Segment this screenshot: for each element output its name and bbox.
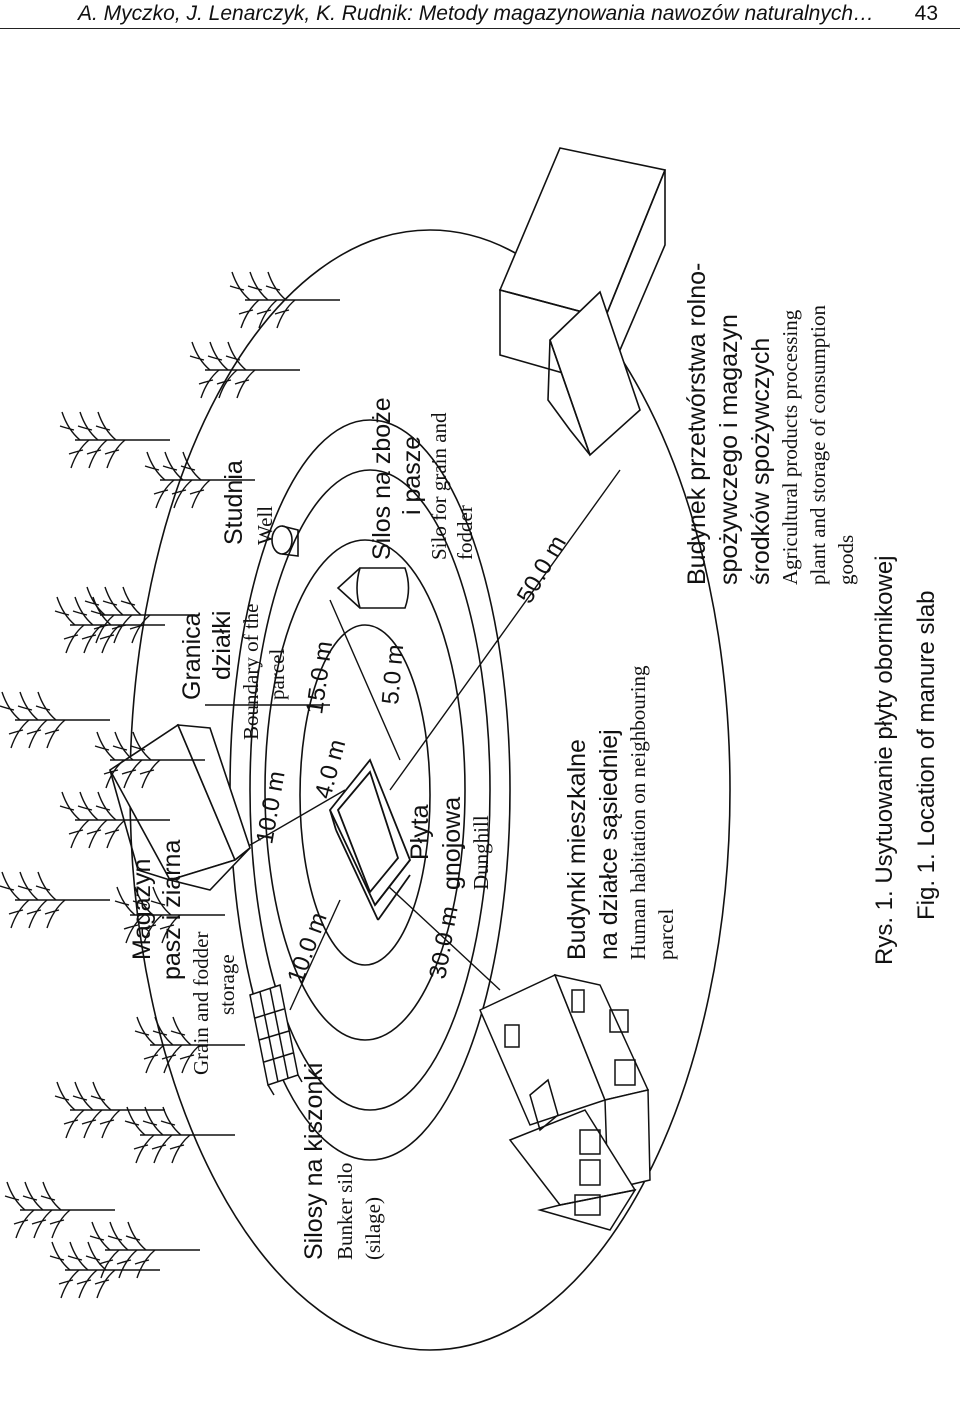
label-dunghill: Płyta gnojowa Dunghill [406,797,493,890]
tree-icon [114,886,225,944]
tree-icon [0,691,110,749]
label-silosy-en-1: Bunker silo [333,1163,357,1260]
label-magazyn-en-1: Grain and fodder [189,932,213,1075]
tree-icon [54,596,165,654]
tree-icon [49,1241,160,1299]
tree-icon [134,1016,245,1074]
label-granica-pl-1: Granica [178,612,206,700]
label-studnia-en: Well [253,506,277,545]
caption-pl: Rys. 1. Usytuowanie płyty obornikowej [871,555,898,965]
label-grain-silo: Silos na zboże i pasze Silo for grain an… [368,397,477,560]
labels: Magazyn pasz i ziarna Grain and fodder s… [128,263,940,1260]
bunker-silo [249,984,303,1096]
label-granica-en-2: parcel [265,649,289,700]
label-budynki-pl-2: na działce sąsiedniej [595,729,623,960]
dunghill-slab [328,758,412,921]
processing-plant [498,147,667,457]
trees [0,271,340,1299]
label-silos-zboze-pl-1: Silos na zboże [368,397,396,560]
tree-icon [229,271,340,329]
label-well: Studnia Well [220,460,277,545]
label-studnia-pl: Studnia [220,460,248,545]
header-rule [0,28,960,29]
caption-en: Fig. 1. Location of manure slab [913,590,940,920]
page-header: A. Myczko, J. Lenarczyk, K. Rudnik: Meto… [0,0,960,30]
label-processing-plant: Budynek przetwórstwa rolno- spożywczego … [683,263,858,585]
line-10m-storage [244,789,346,849]
label-budynki-en-1: Human habitation on neighbouring [626,665,650,960]
label-plyta-en: Dunghill [469,815,493,890]
well [271,525,299,557]
label-silosy-en-2: (silage) [361,1197,385,1260]
ring-15m [249,469,491,1111]
distance-10m-storage: 10.0 m [251,769,290,846]
label-silos-zboze-pl-2: i pasze [398,436,426,515]
neighbouring-houses [479,973,651,1231]
label-budynek-en-1: Agricultural products processing [778,309,802,585]
label-magazyn-en-2: storage [215,954,239,1015]
line-silo [329,599,401,761]
tree-icon [0,871,110,929]
ring-10m [264,539,466,1041]
tree-icon [124,1106,235,1164]
distance-50m: 50.0 m [512,531,572,608]
label-magazyn-pl-1: Magazyn [128,859,156,960]
storage-building [108,723,251,891]
tree-icon [89,1221,200,1279]
label-neighbouring-housing: Budynki mieszkalne na działce sąsiedniej… [563,665,678,960]
label-plyta-pl-2: gnojowa [438,797,466,890]
label-budynek-pl-2: spożywczego i magazyn [715,314,743,585]
label-silos-zboze-en-1: Silo for grain and [427,412,451,560]
distance-30m: 30.0 m [424,904,463,981]
tree-icon [54,1081,165,1139]
distance-10m-bunker: 10.0 m [282,909,332,987]
tree-icon [59,411,170,469]
label-granica-en-1: Boundary of the [239,604,263,740]
distance-15m: 15.0 m [301,639,338,715]
tree-icon [94,731,205,789]
label-budynek-pl-1: Budynek przetwórstwa rolno- [683,263,711,585]
distance-5m: 5.0 m [377,643,409,705]
label-grain-storage: Magazyn pasz i ziarna Grain and fodder s… [128,840,239,1075]
label-magazyn-pl-2: pasz i ziarna [158,840,186,980]
label-silos-zboze-en-2: fodder [453,505,477,560]
tree-icon [4,1181,115,1239]
line-50m [389,469,621,791]
label-boundary: Granica działki Boundary of the parcel [178,604,289,740]
ring-5m [299,624,431,966]
label-granica-pl-2: działki [208,611,236,680]
tree-icon [84,586,195,644]
line-10m-bunker [289,899,341,1011]
label-bunker-silo: Silosy na kiszonki Bunker silo (silage) [300,1063,385,1260]
label-budynek-pl-3: środków spożywczych [747,338,775,585]
label-silosy-pl: Silosy na kiszonki [300,1063,328,1260]
label-budynki-pl-1: Budynki mieszkalne [563,739,591,960]
page-number: 43 [914,2,938,25]
label-plyta-pl-1: Płyta [406,804,434,860]
label-budynki-en-2: parcel [654,909,678,960]
tree-icon [189,341,300,399]
grain-silo [336,567,410,609]
distance-lines [205,469,621,1011]
tree-icon [59,791,170,849]
label-budynek-en-2: plant and storage of consumption [806,305,830,585]
label-budynek-en-3: goods [834,535,858,585]
tree-icon [144,451,255,509]
running-title: A. Myczko, J. Lenarczyk, K. Rudnik: Meto… [78,2,875,25]
